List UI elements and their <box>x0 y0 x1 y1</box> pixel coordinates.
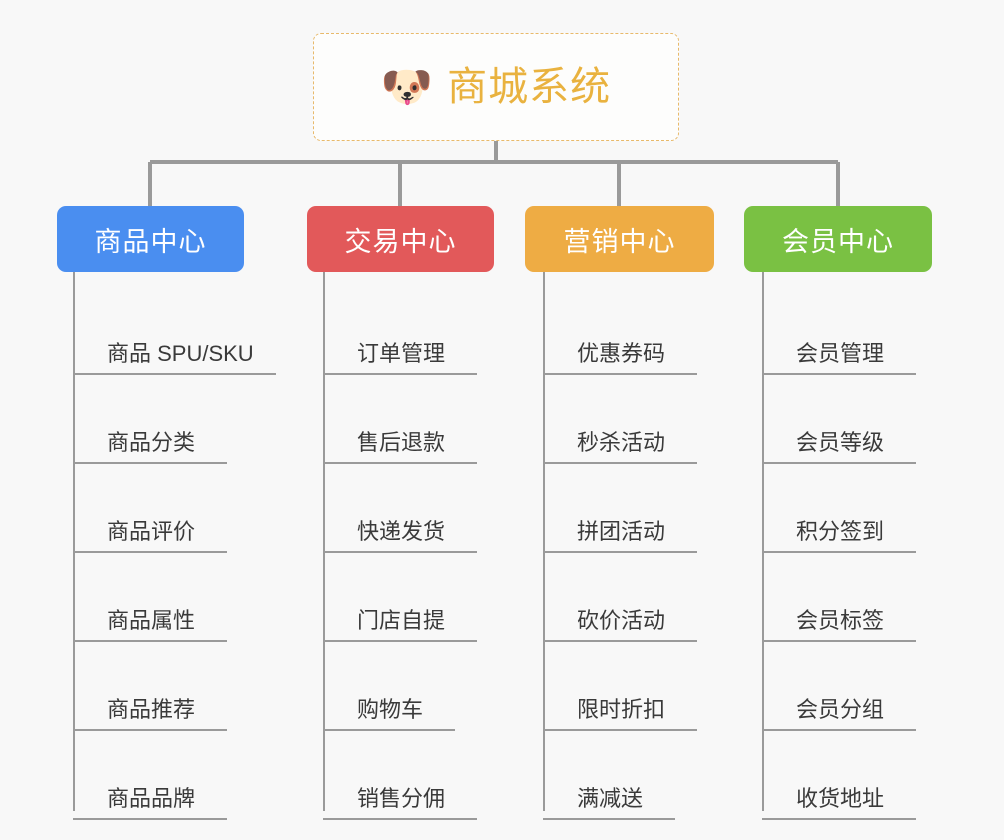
leaf-underline <box>73 729 227 731</box>
branch-spine <box>73 272 75 811</box>
leaf-item-label: 快递发货 <box>357 518 446 544</box>
leaf-item[interactable]: 商品评价 <box>73 464 244 553</box>
leaf-underline <box>762 818 916 820</box>
leaf-underline <box>323 462 477 464</box>
leaf-item[interactable]: 商品推荐 <box>73 642 244 731</box>
leaf-underline <box>323 818 477 820</box>
leaf-underline <box>73 640 227 642</box>
leaf-item[interactable]: 会员等级 <box>762 375 932 464</box>
category-header-trade-center[interactable]: 交易中心 <box>307 206 494 272</box>
leaf-item-label: 秒杀活动 <box>577 429 666 455</box>
category-header-label: 商品中心 <box>94 226 207 257</box>
leaf-item-label: 会员等级 <box>796 429 885 455</box>
leaf-item[interactable]: 销售分佣 <box>323 731 494 820</box>
leaf-item-label: 限时折扣 <box>577 696 666 722</box>
category-header-label: 营销中心 <box>563 226 676 257</box>
leaf-underline <box>323 373 477 375</box>
leaf-item[interactable]: 积分签到 <box>762 464 932 553</box>
leaf-item-label: 拼团活动 <box>577 518 666 544</box>
leaf-item[interactable]: 商品属性 <box>73 553 244 642</box>
leaf-item-label: 优惠券码 <box>577 340 666 366</box>
leaf-item[interactable]: 满减送 <box>543 731 714 820</box>
leaf-item[interactable]: 会员分组 <box>762 642 932 731</box>
leaf-item[interactable]: 售后退款 <box>323 375 494 464</box>
leaf-item-label: 售后退款 <box>357 429 446 455</box>
leaf-item-label: 积分签到 <box>796 518 885 544</box>
leaf-item[interactable]: 限时折扣 <box>543 642 714 731</box>
leaf-item-label: 满减送 <box>577 785 644 811</box>
category-header-member-center[interactable]: 会员中心 <box>744 206 932 272</box>
leaf-item[interactable]: 商品分类 <box>73 375 244 464</box>
leaf-underline <box>543 462 697 464</box>
leaf-underline <box>323 729 455 731</box>
leaf-underline <box>762 729 916 731</box>
leaf-underline <box>543 729 697 731</box>
branch-spine <box>762 272 764 811</box>
leaf-underline <box>73 462 227 464</box>
leaf-underline <box>762 551 916 553</box>
leaf-item-label: 会员标签 <box>796 607 885 633</box>
leaf-item[interactable]: 订单管理 <box>323 286 494 375</box>
leaf-item-label: 商品属性 <box>107 607 196 633</box>
branch-spine <box>543 272 545 811</box>
leaf-item-label: 商品推荐 <box>107 696 196 722</box>
branch-column-product-center: 商品中心商品 SPU/SKU 商品分类商品评价商品属性商品推荐商品品牌 <box>57 206 276 820</box>
leaf-item[interactable]: 收货地址 <box>762 731 932 820</box>
leaf-underline <box>543 373 697 375</box>
leaf-underline <box>543 640 697 642</box>
leaf-item-label: 会员管理 <box>796 340 885 366</box>
leaf-list-member-center: 会员管理会员等级积分签到会员标签会员分组收货地址 <box>762 272 932 820</box>
leaf-underline <box>762 640 916 642</box>
leaf-underline <box>323 640 477 642</box>
leaf-underline <box>762 373 916 375</box>
leaf-underline <box>762 462 916 464</box>
leaf-item-label: 订单管理 <box>357 340 446 366</box>
branch-column-marketing-center: 营销中心优惠券码秒杀活动拼团活动砍价活动限时折扣满减送 <box>525 206 714 820</box>
leaf-item[interactable]: 秒杀活动 <box>543 375 714 464</box>
leaf-item[interactable]: 快递发货 <box>323 464 494 553</box>
leaf-item[interactable]: 拼团活动 <box>543 464 714 553</box>
leaf-underline <box>543 818 675 820</box>
branch-column-trade-center: 交易中心订单管理售后退款快递发货门店自提购物车销售分佣 <box>307 206 494 820</box>
leaf-underline <box>73 818 227 820</box>
leaf-item-label: 商品品牌 <box>107 785 196 811</box>
leaf-item-label: 购物车 <box>357 696 424 722</box>
leaf-item-label: 商品 SPU/SKU <box>107 340 254 366</box>
leaf-list-product-center: 商品 SPU/SKU 商品分类商品评价商品属性商品推荐商品品牌 <box>73 272 276 820</box>
leaf-underline <box>543 551 697 553</box>
leaf-item[interactable]: 优惠券码 <box>543 286 714 375</box>
branch-spine <box>323 272 325 811</box>
leaf-item-label: 会员分组 <box>796 696 885 722</box>
leaf-list-marketing-center: 优惠券码秒杀活动拼团活动砍价活动限时折扣满减送 <box>543 272 714 820</box>
branch-column-member-center: 会员中心会员管理会员等级积分签到会员标签会员分组收货地址 <box>744 206 932 820</box>
leaf-item[interactable]: 会员标签 <box>762 553 932 642</box>
category-header-label: 交易中心 <box>344 226 457 257</box>
leaf-underline <box>323 551 477 553</box>
leaf-item-label: 商品分类 <box>107 429 196 455</box>
category-header-product-center[interactable]: 商品中心 <box>57 206 244 272</box>
leaf-list-trade-center: 订单管理售后退款快递发货门店自提购物车销售分佣 <box>323 272 494 820</box>
leaf-underline <box>73 373 276 375</box>
leaf-item[interactable]: 购物车 <box>323 642 494 731</box>
category-header-marketing-center[interactable]: 营销中心 <box>525 206 714 272</box>
leaf-item-label: 销售分佣 <box>357 785 446 811</box>
leaf-item[interactable]: 商品 SPU/SKU <box>73 286 276 375</box>
leaf-item-label: 门店自提 <box>357 607 446 633</box>
leaf-item-label: 收货地址 <box>796 785 885 811</box>
leaf-item[interactable]: 会员管理 <box>762 286 932 375</box>
leaf-item[interactable]: 商品品牌 <box>73 731 244 820</box>
dog-face-icon: 🐶 <box>380 63 434 110</box>
root-title: 商城系统 <box>447 65 612 109</box>
leaf-item[interactable]: 门店自提 <box>323 553 494 642</box>
leaf-item[interactable]: 砍价活动 <box>543 553 714 642</box>
leaf-item-label: 商品评价 <box>107 518 196 544</box>
leaf-item-label: 砍价活动 <box>577 607 666 633</box>
root-node[interactable]: 🐶 商城系统 <box>313 33 679 141</box>
leaf-underline <box>73 551 227 553</box>
category-header-label: 会员中心 <box>782 226 894 257</box>
